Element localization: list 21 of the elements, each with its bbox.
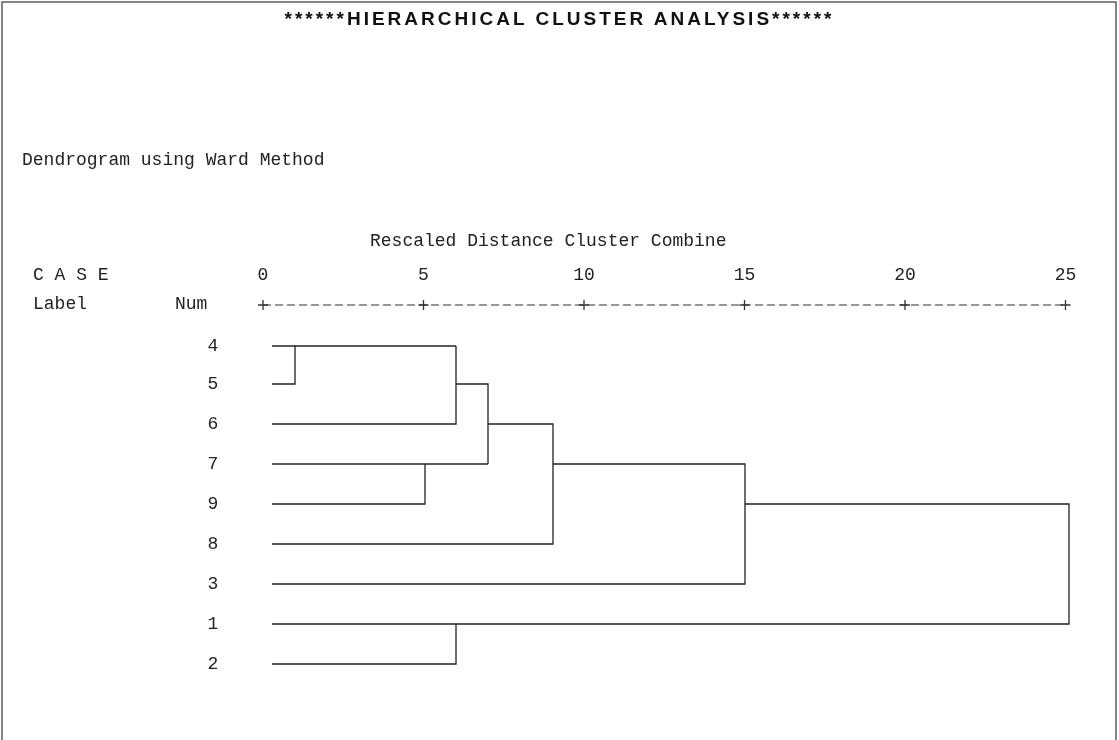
column-header: C A S E: [33, 266, 109, 284]
column-header: Label: [33, 295, 87, 313]
column-header: Num: [175, 295, 208, 313]
case-number: 6: [207, 415, 219, 433]
axis-title: Rescaled Distance Cluster Combine: [370, 232, 727, 250]
subtitle: Dendrogram using Ward Method: [22, 151, 325, 169]
case-number: 8: [207, 535, 219, 553]
case-number: 7: [207, 455, 219, 473]
case-number: 4: [207, 337, 219, 355]
tick-label: 25: [1054, 266, 1077, 284]
tick-label: 15: [733, 266, 756, 284]
case-number: 9: [207, 495, 219, 513]
tick-label: 5: [418, 266, 429, 284]
tick-label: 0: [257, 266, 269, 284]
tick-label: 20: [894, 266, 916, 284]
case-number: 3: [207, 575, 219, 593]
case-number: 1: [207, 615, 219, 633]
title: ******HIERARCHICAL CLUSTER ANALYSIS******: [283, 8, 836, 30]
case-number: 5: [207, 375, 219, 393]
tick-label: 10: [573, 266, 595, 284]
case-number: 2: [207, 655, 219, 673]
